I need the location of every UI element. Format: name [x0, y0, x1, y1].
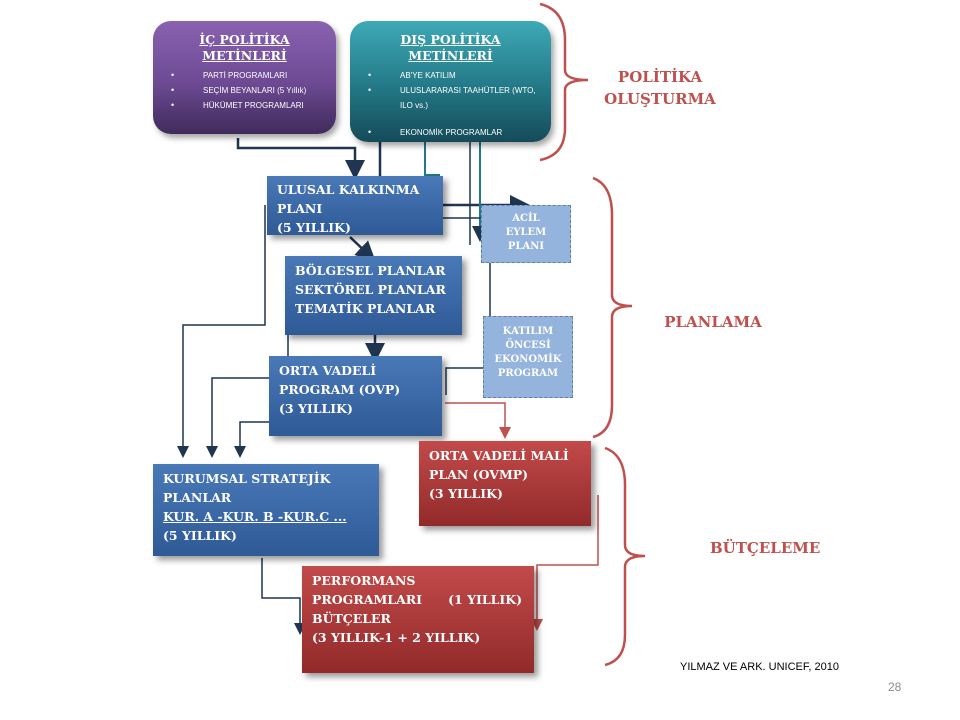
line-ulusal-to-bolgesel [349, 236, 376, 262]
katilim-oncesi-box: KATILIM ÖNCESİ EKONOMİK PROGRAM [483, 316, 573, 398]
list-item: SEÇİM BEYANLARI (5 Yıllık) [171, 83, 336, 98]
ovmp-line-2: PLAN (OVMP) [429, 467, 529, 482]
line-bolgesel-left [206, 300, 289, 458]
acil-eylem-box: ACİL EYLEM PLANI [481, 205, 571, 263]
ic-politika-list: PARTİ PROGRAMLARI SEÇİM BEYANLARI (5 Yıl… [153, 68, 336, 113]
list-item: HÜKÜMET PROGRAMLARI [171, 98, 336, 113]
dis-politika-list: AB'YE KATILIM ULUSLARARASI TAAHÜTLER (WT… [350, 68, 551, 140]
bolgesel-line-2: SEKTÖREL PLANLAR [295, 282, 446, 297]
performans-box: PERFORMANS PROGRAMLARI (1 YILLIK) BÜTÇEL… [302, 566, 534, 673]
ic-politika-box: İÇ POLİTİKA METİNLERİ PARTİ PROGRAMLARI … [153, 21, 336, 134]
ovp-line-3: (3 YILLIK) [279, 401, 353, 416]
list-item: AB'YE KATILIM [368, 68, 551, 83]
dis-politika-box: DIŞ POLİTİKA METİNLERİ AB'YE KATILIM ULU… [350, 21, 551, 142]
acil-line-1: ACİL [512, 213, 540, 224]
dis-politika-title: DIŞ POLİTİKA METİNLERİ [400, 32, 501, 63]
katilim-line-3: EKONOMİK [494, 354, 562, 365]
line-katilim-ovp [445, 367, 490, 395]
ulusal-kalkinma-box: ULUSAL KALKINMA PLANI (5 YILLIK) [267, 176, 443, 235]
performans-line-3: BÜTÇELER [312, 611, 391, 626]
kurumsal-line-2: PLANLAR [163, 490, 232, 505]
ovmp-box: ORTA VADELİ MALİ PLAN (OVMP) (3 YILLIK) [419, 441, 591, 526]
katilim-line-4: PROGRAM [497, 368, 559, 379]
ovp-line-2: PROGRAM (OVP) [279, 382, 401, 397]
ulusal-line-2: PLANI [277, 201, 323, 216]
brace-butceleme [604, 446, 646, 667]
performans-line-4: (3 YILLIK-1 + 2 YILLIK) [312, 630, 481, 645]
katilim-line-2: ÖNCESİ [505, 340, 551, 351]
list-item: ULUSLARARASI TAAHÜTLER (WTO, ILO vs.) [368, 83, 551, 113]
line-dis-to-acil [424, 142, 440, 176]
performans-line-1: PERFORMANS [312, 573, 416, 588]
bolgesel-planlar-box: BÖLGESEL PLANLAR SEKTÖREL PLANLAR TEMATİ… [285, 256, 462, 335]
brace-planlama [592, 176, 633, 439]
katilim-line-1: KATILIM [502, 326, 554, 337]
list-item: PARTİ PROGRAMLARI [171, 68, 336, 83]
ic-politika-title: İÇ POLİTİKA METİNLERİ [199, 32, 290, 63]
list-item: EKONOMİK PROGRAMLAR [368, 125, 551, 140]
performans-line-2: PROGRAMLARI (1 YILLIK) [312, 592, 523, 607]
line-kurumsal-to-performans [261, 558, 306, 635]
label-planlama: PLANLAMA [664, 313, 762, 331]
page-number: 28 [888, 680, 902, 694]
kurumsal-stratejik-box: KURUMSAL STRATEJİK PLANLAR KUR. A -KUR. … [153, 464, 379, 556]
ovp-line-1: ORTA VADELİ [279, 363, 377, 378]
label-politika-olusturma: POLİTİKA OLUŞTURMA [598, 66, 722, 110]
label-butceleme: BÜTÇELEME [710, 539, 821, 557]
line-ovp-to-ovmp [445, 402, 511, 439]
ulusal-line-1: ULUSAL KALKINMA [277, 182, 420, 197]
brace-politika [539, 2, 589, 162]
label-politika-line-1: POLİTİKA [617, 68, 703, 86]
line-ic-to-ulusal [236, 138, 365, 180]
ulusal-line-3: (5 YILLIK) [277, 220, 351, 235]
ovmp-line-3: (3 YILLIK) [429, 486, 503, 501]
ovp-box: ORTA VADELİ PROGRAM (OVP) (3 YILLIK) [269, 356, 442, 436]
kurumsal-line-3: KUR. A -KUR. B -KUR.C ... [163, 509, 347, 524]
line-ulusal-left [177, 205, 266, 458]
acil-line-3: PLANI [507, 241, 545, 252]
ovmp-line-1: ORTA VADELİ MALİ [429, 448, 569, 463]
kurumsal-line-1: KURUMSAL STRATEJİK [163, 471, 331, 486]
bolgesel-line-3: TEMATİK PLANLAR [295, 301, 436, 316]
source-credit: YILMAZ VE ARK. UNICEF, 2010 [680, 661, 839, 673]
line-ovp-left [234, 392, 271, 458]
kurumsal-line-4: (5 YILLIK) [163, 528, 237, 543]
bolgesel-line-1: BÖLGESEL PLANLAR [295, 263, 446, 278]
acil-line-2: EYLEM [505, 227, 547, 238]
line-teal-right [440, 137, 488, 242]
label-politika-line-2: OLUŞTURMA [604, 90, 716, 108]
line-ovmp-to-performans [531, 495, 599, 631]
